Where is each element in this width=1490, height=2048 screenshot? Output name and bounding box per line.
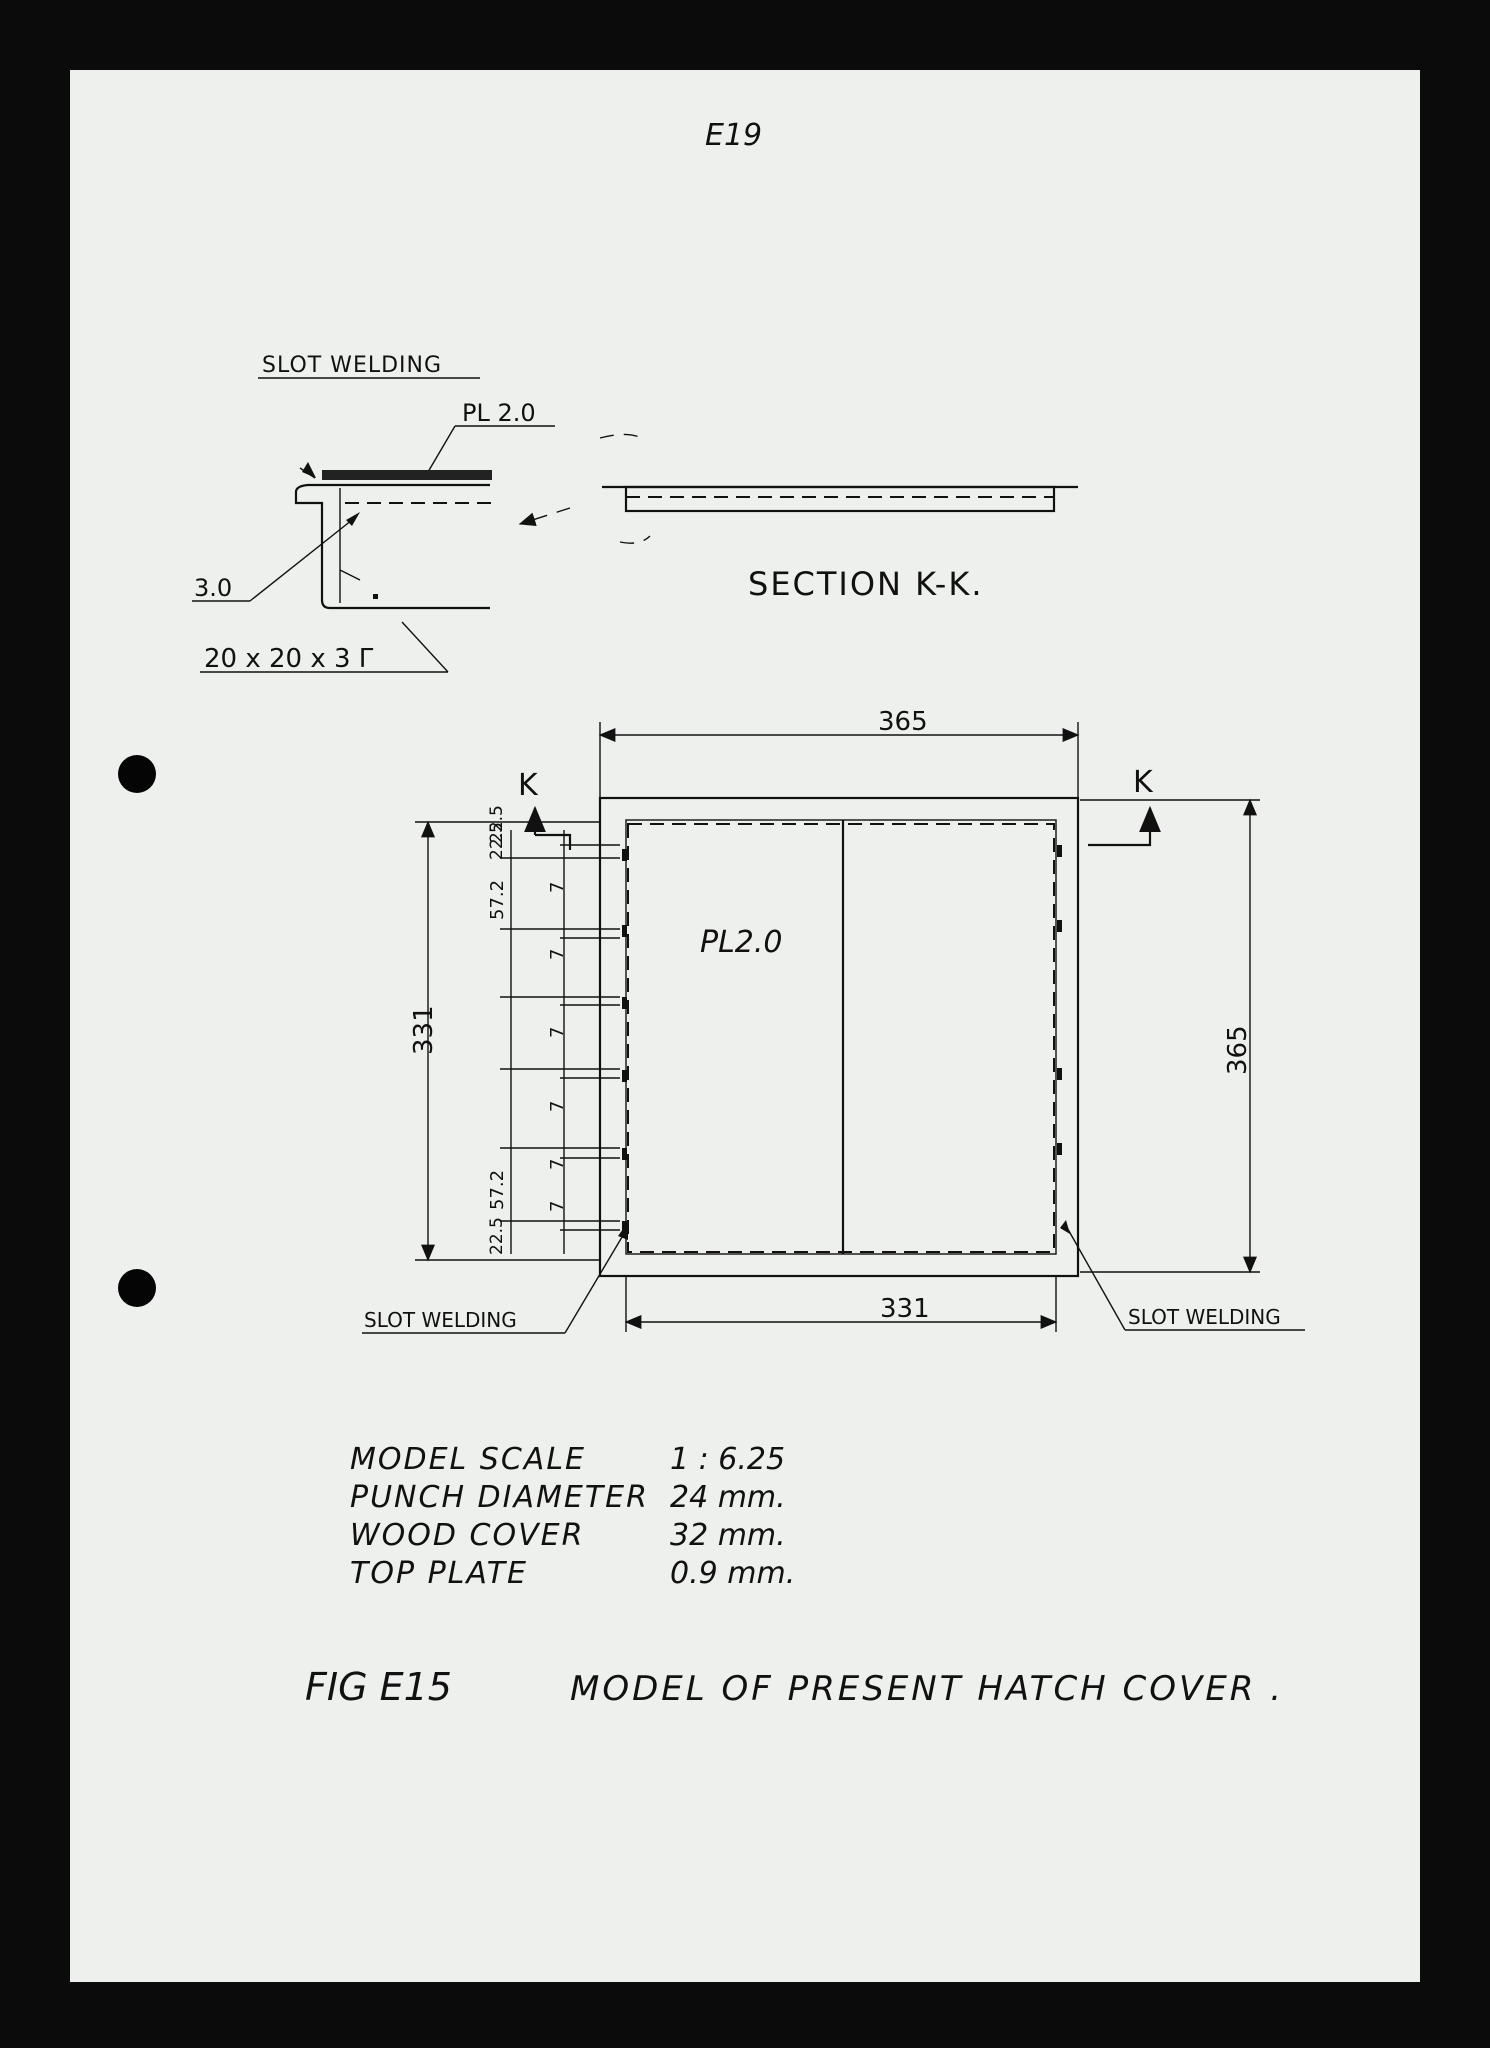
dim-top-width: 365 xyxy=(878,707,928,737)
plan-outer-frame xyxy=(598,796,1080,1278)
dim-left-detail-8: 7 xyxy=(547,1159,568,1170)
detail-angle-label: 20 x 20 x 3 Γ xyxy=(204,644,374,674)
note-value: 24 mm. xyxy=(670,1479,786,1515)
detail-top-plate xyxy=(322,470,492,480)
dim-left-detail-3: 57.2 xyxy=(487,880,508,920)
note-row-scale: MODEL SCALE 1 : 6.25 xyxy=(350,1440,795,1478)
section-outline xyxy=(624,485,1056,513)
note-label: WOOD COVER xyxy=(350,1517,585,1553)
figure-title: MODEL OF PRESENT HATCH COVER . xyxy=(570,1669,1284,1709)
section-mark-right: K xyxy=(1133,765,1154,800)
dim-left-detail-2: 22.5 xyxy=(487,805,507,843)
detail-weld-size: 3.0 xyxy=(194,574,232,602)
section-title: SECTION K-K. xyxy=(748,565,983,603)
note-value: 32 mm. xyxy=(670,1517,786,1553)
section-mark-left: K xyxy=(518,768,539,803)
dim-left-detail-11: 22.5 xyxy=(487,1217,507,1255)
slot-welding-label-right: SLOT WELDING xyxy=(1128,1305,1281,1329)
note-label: PUNCH DIAMETER xyxy=(350,1479,649,1515)
page-label: E19 xyxy=(705,118,762,153)
note-value: 0.9 mm. xyxy=(670,1555,796,1591)
dim-left-height: 331 xyxy=(409,1005,439,1055)
detail-angle-outline xyxy=(294,483,490,610)
note-value: 1 : 6.25 xyxy=(670,1441,786,1477)
note-row-punch: PUNCH DIAMETER 24 mm. xyxy=(350,1478,795,1516)
dim-left-detail-4: 7 xyxy=(547,882,568,893)
dim-left-detail-6: 7 xyxy=(547,1027,568,1038)
paper-sheet xyxy=(70,70,1420,1982)
note-row-topplate: TOP PLATE 0.9 mm. xyxy=(350,1554,795,1592)
dim-left-detail-5: 7 xyxy=(547,949,568,960)
dim-right-height: 365 xyxy=(1223,1025,1253,1075)
note-row-wood: WOOD COVER 32 mm. xyxy=(350,1516,795,1554)
dim-left-detail-9: 7 xyxy=(547,1201,568,1212)
dim-bottom-width: 331 xyxy=(880,1294,930,1324)
plan-view: 365 PL2.0 K K 331 xyxy=(362,707,1305,1334)
punch-hole-lower xyxy=(118,1269,156,1307)
figure-number: FIG E15 xyxy=(305,1665,452,1709)
left-slot-dimensions: 22.5 22.5 57.2 7 7 7 7 7 7 57.2 22.5 xyxy=(487,805,1062,1255)
section-kk: SECTION K-K. xyxy=(602,485,1078,603)
detail-title: SLOT WELDING xyxy=(262,353,442,378)
note-label: TOP PLATE xyxy=(350,1555,528,1591)
model-notes: MODEL SCALE 1 : 6.25 PUNCH DIAMETER 24 m… xyxy=(350,1440,795,1592)
detail-plate-label: PL 2.0 xyxy=(462,399,536,427)
punch-hole-upper xyxy=(118,755,156,793)
dim-left-detail-7: 7 xyxy=(547,1101,568,1112)
slot-welding-label-left: SLOT WELDING xyxy=(364,1308,517,1332)
plan-dashed-plate xyxy=(627,823,1055,1253)
dim-left-detail-1: 22.5 xyxy=(487,822,507,860)
plan-plate-label: PL2.0 xyxy=(700,925,783,960)
dim-left-detail-10: 57.2 xyxy=(487,1170,508,1210)
note-label: MODEL SCALE xyxy=(350,1441,586,1477)
weld-detail: SLOT WELDING PL 2.0 3.0 20 x 20 x 3 Γ xyxy=(192,353,651,674)
